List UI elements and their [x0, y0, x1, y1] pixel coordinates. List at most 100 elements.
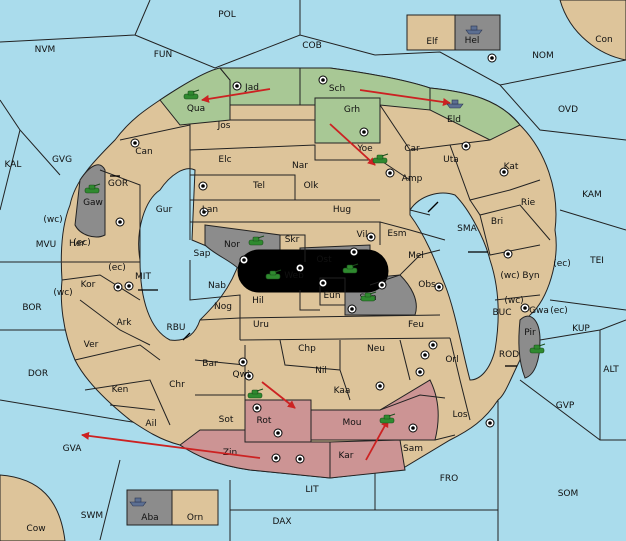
province-Zin[interactable]: [179, 429, 331, 479]
army-unit-Qua[interactable]: [183, 89, 200, 100]
supply-center-dot: [318, 278, 328, 288]
army-unit-Pir[interactable]: [529, 343, 546, 354]
supply-center-dot: [415, 367, 425, 377]
army-unit-Ost[interactable]: [342, 263, 359, 274]
army-unit-Yoe[interactable]: [372, 153, 389, 164]
label-DOR: DOR: [28, 369, 48, 379]
coast-labels: (wc)(ec)(ec)(wc)(ec)(wc)(wc)(ec): [43, 215, 570, 316]
province-Pir[interactable]: [518, 315, 541, 379]
label-Eun: Eun: [323, 291, 340, 301]
label-ALT: ALT: [603, 365, 619, 375]
label-KAM: KAM: [582, 190, 602, 200]
supply-center-dot: [359, 127, 369, 137]
label-Orl: Orl: [445, 355, 458, 365]
order-arrow-Grh-Yoe: [329, 123, 376, 166]
supply-center-dot: [420, 350, 430, 360]
army-unit-Qwi[interactable]: [247, 388, 264, 399]
label-Bar: Bar: [202, 359, 218, 369]
fleet-unit-Eld[interactable]: [446, 99, 464, 109]
coast-label: (wc): [43, 215, 62, 225]
supply-center-dot: [252, 403, 262, 413]
supply-center-dot: [385, 168, 395, 178]
label-Grh: Grh: [344, 105, 360, 115]
label-NVM: NVM: [35, 45, 56, 55]
army-unit-Gaw[interactable]: [84, 183, 101, 194]
label-MVU: MVU: [36, 240, 57, 250]
label-Qwi: Qwi: [233, 370, 250, 380]
label-POL: POL: [218, 10, 236, 20]
label-TEI: TEI: [589, 256, 604, 266]
label-SOM: SOM: [558, 489, 579, 499]
label-FUN: FUN: [154, 50, 173, 60]
supply-center-dot: [295, 454, 305, 464]
coast-label: (wc): [53, 288, 72, 298]
label-Car: Car: [404, 144, 420, 154]
label-Yoe: Yoe: [356, 144, 373, 154]
label-FRO: FRO: [440, 474, 459, 484]
order-arrow-Qwi-Rot: [261, 381, 296, 409]
label-Esm: Esm: [387, 229, 406, 239]
bay-east: [409, 192, 499, 381]
label-Byn: Byn: [522, 271, 539, 281]
label-Kor: Kor: [81, 280, 96, 290]
label-Hel: Hel: [465, 36, 480, 46]
province-Orn[interactable]: [171, 489, 219, 526]
province-Gaw[interactable]: [74, 164, 106, 238]
fleet-unit-Aba[interactable]: [129, 497, 147, 507]
land-borders: [61, 104, 551, 441]
supply-center-dot: [273, 428, 283, 438]
label-Kar: Kar: [339, 451, 354, 461]
army-unit-Web[interactable]: [265, 269, 282, 280]
label-Uta: Uta: [443, 155, 459, 165]
label-GVP: GVP: [556, 401, 575, 411]
label-Elc: Elc: [218, 155, 231, 165]
label-Can: Can: [135, 147, 153, 157]
label-Nog: Nog: [214, 302, 232, 312]
label-Mou: Mou: [343, 418, 362, 428]
province-Grh[interactable]: [314, 97, 381, 144]
label-Skr: Skr: [285, 235, 300, 245]
fleet-unit-Hel[interactable]: [465, 25, 483, 35]
supply-center-dot: [244, 371, 254, 381]
province-Jad[interactable]: [218, 67, 301, 106]
supply-center-dot: [130, 138, 140, 148]
supply-center-dot: [366, 232, 376, 242]
label-GVA: GVA: [63, 444, 83, 454]
army-unit-Mou[interactable]: [379, 413, 396, 424]
label-Chr: Chr: [169, 380, 185, 390]
label-Elf: Elf: [426, 37, 438, 47]
label-Qua: Qua: [187, 104, 205, 114]
province-Elf[interactable]: [406, 14, 456, 51]
supply-center-dot: [499, 167, 509, 177]
supply-center-dot: [375, 381, 385, 391]
label-Olk: Olk: [304, 181, 320, 191]
label-Hil: Hil: [252, 296, 264, 306]
label-Her: Her: [69, 239, 85, 249]
label-Nar: Nar: [292, 161, 308, 171]
coast-label: (ec): [553, 259, 571, 269]
order-arrow-Zin-GVA: [81, 431, 261, 459]
province-Aba[interactable]: [126, 489, 173, 526]
label-COB: COB: [302, 41, 322, 51]
label-Sch: Sch: [329, 84, 345, 94]
order-arrow-Jad-Qua: [201, 88, 271, 103]
label-Vil: Vil: [357, 230, 368, 240]
label-Web: Web: [284, 271, 304, 281]
order-arrow-Kar-Mou: [365, 419, 389, 461]
army-unit-Nor[interactable]: [248, 235, 265, 246]
label-Nab: Nab: [208, 281, 226, 291]
coast-label: (wc): [500, 271, 519, 281]
label-Ost: Ost: [316, 255, 332, 265]
army-unit-Sun[interactable]: [360, 291, 377, 302]
label-Lan: Lan: [202, 205, 218, 215]
label-Jad: Jad: [244, 83, 259, 93]
coast-label: (ec): [550, 306, 568, 316]
label-Kaa: Kaa: [334, 386, 351, 396]
label-Hug: Hug: [333, 205, 351, 215]
label-Zin: Zin: [223, 448, 237, 458]
supply-center-dot: [428, 340, 438, 350]
label-Cow: Cow: [26, 524, 45, 534]
